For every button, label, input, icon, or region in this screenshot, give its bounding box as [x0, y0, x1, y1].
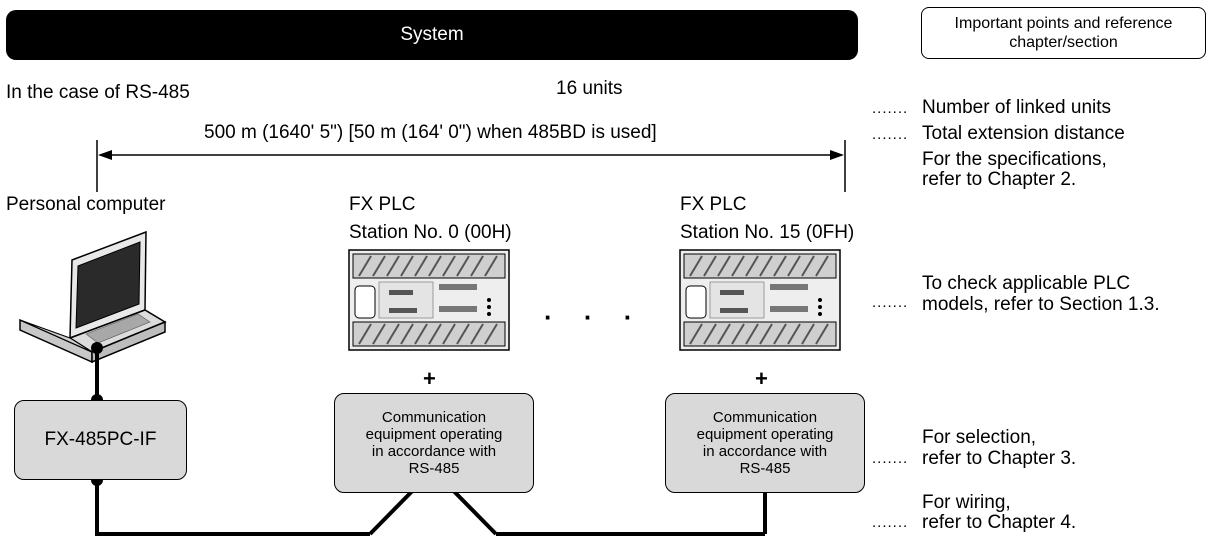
note-wiring-line2: refer to Chapter 4. [922, 512, 1077, 533]
pc-label: Personal computer [6, 194, 166, 215]
case-label: In the case of RS-485 [6, 82, 190, 103]
system-title: System [400, 24, 464, 45]
more-units-ellipsis: · · · [544, 302, 645, 332]
comm-equipment-box-right: Communication equipment operating in acc… [665, 393, 865, 493]
plus-symbol-left: + [423, 366, 436, 391]
plc-unit-station-0 [348, 249, 510, 351]
note-spec-line2: refer to Chapter 2. [922, 169, 1077, 190]
note-dots: ....... [872, 514, 909, 531]
comm-box-line4: RS-485 [408, 460, 460, 477]
note-plc-line2: models, refer to Section 1.3. [922, 294, 1160, 315]
note-dots: ....... [872, 100, 909, 117]
laptop-icon [19, 230, 167, 364]
note-dots: ....... [872, 126, 909, 143]
note-spec-line1: For the specifications, [922, 149, 1107, 170]
note-plc-line1: To check applicable PLC [922, 273, 1131, 294]
reference-box-line2: chapter/section [1009, 34, 1118, 51]
note-wiring-line1: For wiring, [922, 492, 1011, 513]
fx-485pc-if-label: FX-485PC-IF [44, 429, 157, 450]
comm-box-line3: in accordance with [371, 443, 497, 460]
note-selection-line2: refer to Chapter 3. [922, 448, 1077, 469]
plc-left-title: FX PLC [349, 194, 416, 215]
comm-equipment-box-left: Communication equipment operating in acc… [334, 393, 534, 493]
distance-dimension [96, 140, 846, 192]
comm-box-line4: RS-485 [739, 460, 791, 477]
fx-485pc-if-box: FX-485PC-IF [14, 400, 187, 480]
comm-box-line2: equipment operating [365, 426, 503, 443]
note-selection-line1: For selection, [922, 427, 1037, 448]
units-label: 16 units [556, 78, 623, 99]
plc-left-station: Station No. 0 (00H) [349, 222, 512, 243]
distance-label: 500 m (1640' 5") [50 m (164' 0") when 48… [204, 122, 657, 143]
reference-box: Important points and reference chapter/s… [921, 7, 1206, 59]
plus-symbol-right: + [755, 366, 768, 391]
note-total-distance: Total extension distance [922, 123, 1125, 144]
comm-box-line1: Communication [381, 409, 487, 426]
note-linked-units: Number of linked units [922, 97, 1112, 118]
note-dots: ....... [872, 450, 909, 467]
comm-box-line3: in accordance with [702, 443, 828, 460]
comm-box-line1: Communication [712, 409, 818, 426]
reference-box-line1: Important points and reference [954, 15, 1173, 32]
system-header: System [6, 10, 858, 60]
plc-right-title: FX PLC [680, 194, 747, 215]
note-dots: ....... [872, 294, 909, 311]
plc-right-station: Station No. 15 (0FH) [680, 222, 855, 243]
plc-unit-station-15 [679, 249, 841, 351]
comm-box-line2: equipment operating [696, 426, 834, 443]
